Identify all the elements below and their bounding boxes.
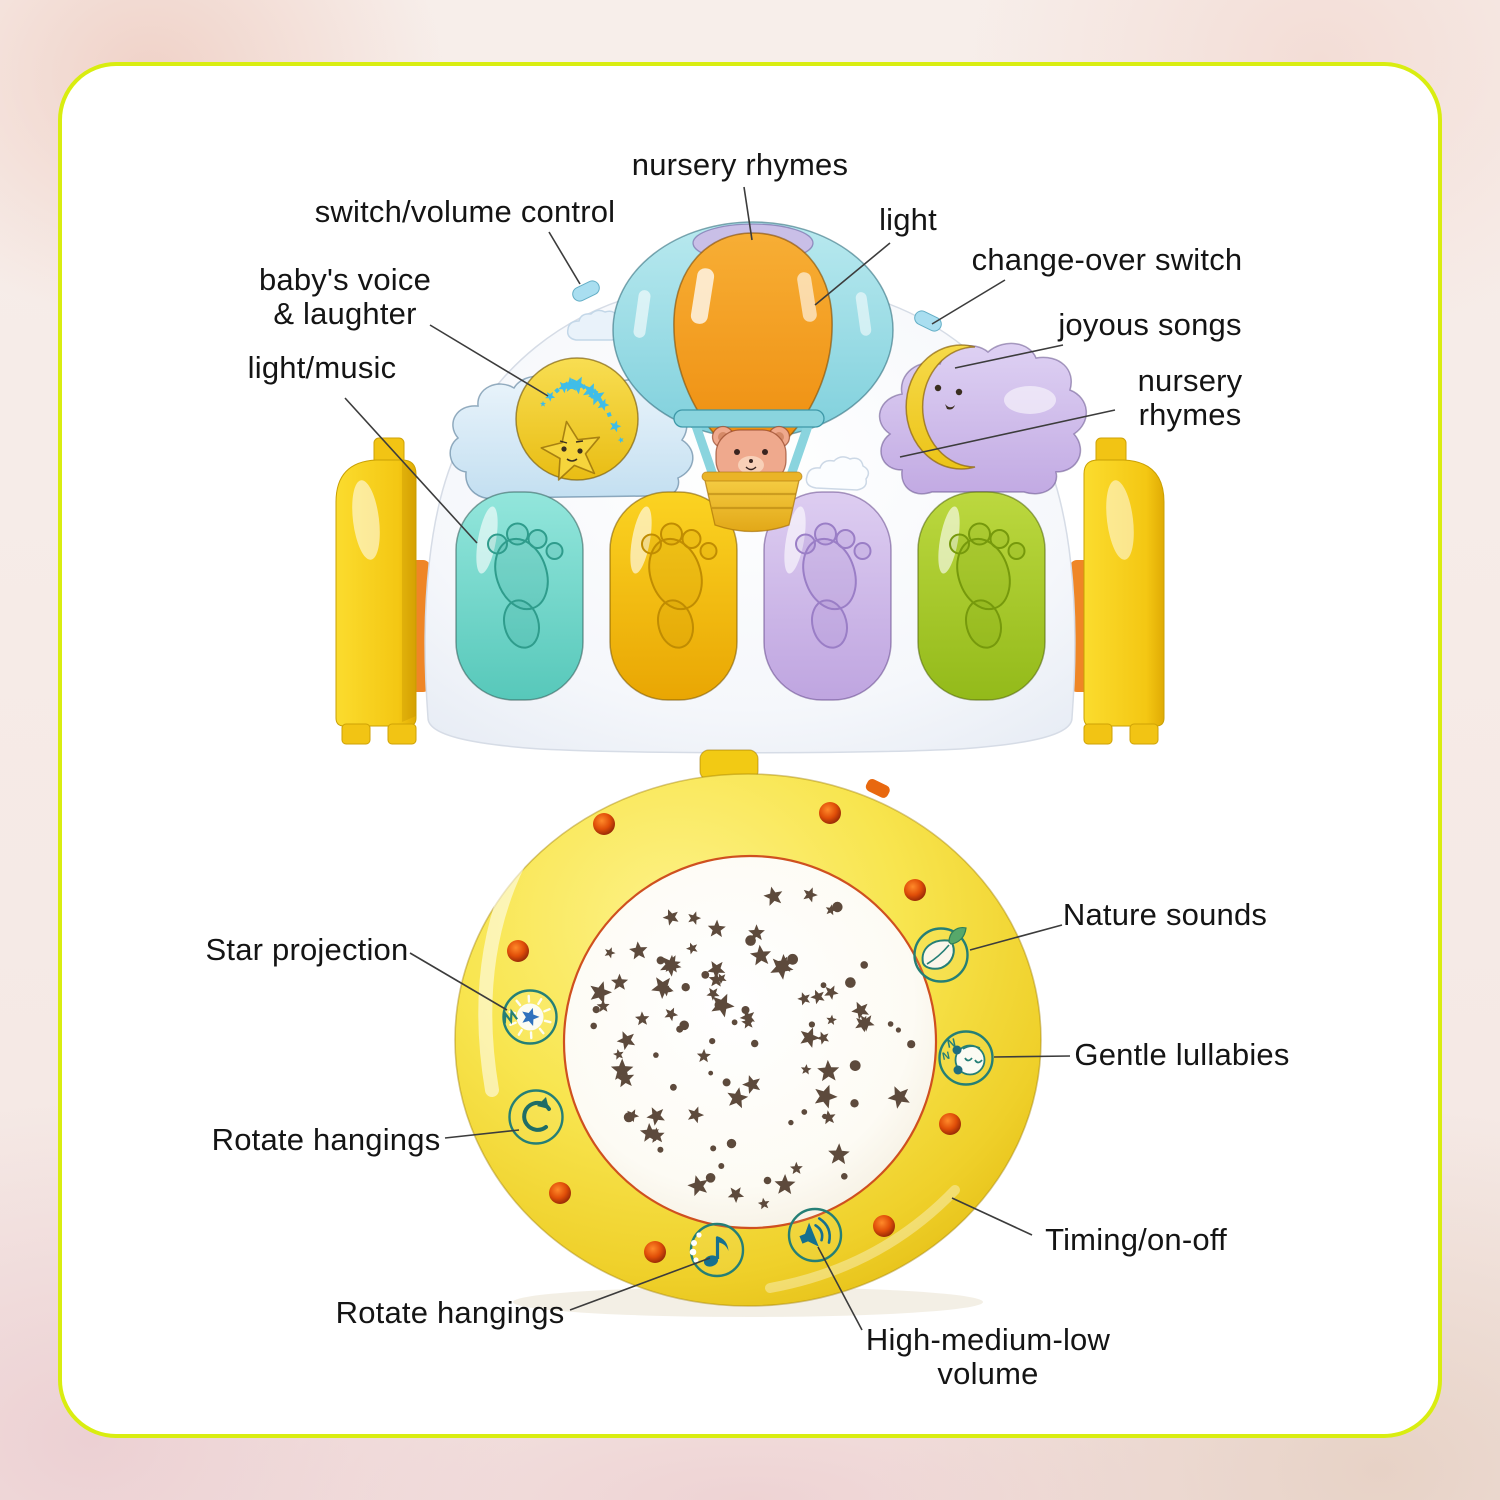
squiggle-mark	[503, 1008, 519, 1025]
vent-holes	[507, 802, 961, 1263]
gentle-lullabies-button: N N	[938, 1030, 994, 1086]
callout-line	[429, 324, 549, 397]
change-over-switch-bump	[914, 310, 942, 332]
star-trail-pattern	[540, 376, 624, 444]
callout-line	[814, 242, 891, 306]
svg-text:N: N	[941, 1050, 951, 1063]
star-button	[540, 420, 601, 481]
star-projection-button	[502, 989, 558, 1045]
star-projection-holes	[590, 886, 916, 1210]
hot-air-balloon	[612, 221, 894, 533]
balloon-basket	[701, 471, 803, 533]
label-nursery-rhymes-side: nursery rhymes	[1137, 362, 1243, 432]
svg-text:N: N	[946, 1035, 957, 1050]
nature-sounds-button	[913, 927, 969, 983]
label-joyous-songs: joyous songs	[1058, 306, 1242, 342]
label-rotate-hangings-bottom: Rotate hangings	[335, 1294, 565, 1330]
footprint-embossing	[487, 522, 1026, 649]
rotate-hangings-button	[508, 1089, 564, 1145]
piano-play-panel	[335, 221, 1165, 754]
callout-line	[569, 1257, 711, 1311]
support-leg-right	[1083, 437, 1165, 745]
callout-line	[951, 1197, 1033, 1236]
callout-line	[931, 279, 1006, 325]
moon-button	[905, 344, 976, 470]
rotate-arrowhead	[537, 1097, 549, 1109]
volume-button	[787, 1207, 843, 1263]
moon-cloud	[878, 342, 1088, 495]
star-disc-cloud	[449, 357, 694, 500]
bear-in-basket	[711, 425, 791, 490]
callout-line	[993, 1055, 1071, 1058]
label-timing-on-off: Timing/on-off	[1045, 1221, 1227, 1257]
label-switch-volume: switch/volume control	[314, 193, 616, 229]
label-nursery-rhymes-top: nursery rhymes	[631, 146, 849, 182]
piano-keys	[455, 491, 1046, 701]
volume-switch-bump	[572, 280, 600, 302]
rotate-hangings-music-button	[689, 1222, 745, 1278]
callout-line	[969, 924, 1063, 951]
projector-side-nub	[865, 779, 890, 798]
callout-lines	[344, 186, 1116, 1331]
star-projector: N N	[454, 749, 1042, 1317]
label-rotate-hangings-left: Rotate hangings	[211, 1121, 441, 1157]
callout-line	[743, 186, 753, 241]
callout-line	[899, 409, 1116, 458]
label-change-over-switch: change-over switch	[971, 241, 1243, 277]
callout-line	[548, 231, 581, 285]
label-light-music: light/music	[247, 349, 397, 385]
callout-line	[817, 1246, 863, 1331]
label-light: light	[879, 201, 937, 237]
callout-line	[954, 344, 1064, 369]
label-nature-sounds: Nature sounds	[1062, 896, 1268, 932]
deco-cloud-small	[805, 456, 870, 491]
label-high-medium-low-volume: High-medium-low volume	[865, 1321, 1111, 1391]
speaker-icon	[799, 1217, 831, 1247]
label-star-projection: Star projection	[205, 931, 409, 967]
callout-line	[344, 397, 478, 544]
small-leaf-icon	[948, 927, 967, 945]
support-leg-left	[335, 437, 417, 745]
balloon-crossbar	[673, 409, 825, 428]
callout-line	[409, 952, 508, 1011]
callout-line	[444, 1129, 520, 1139]
label-gentle-lullabies: Gentle lullabies	[1074, 1036, 1290, 1072]
label-babys-voice: baby's voice & laughter	[258, 261, 432, 331]
